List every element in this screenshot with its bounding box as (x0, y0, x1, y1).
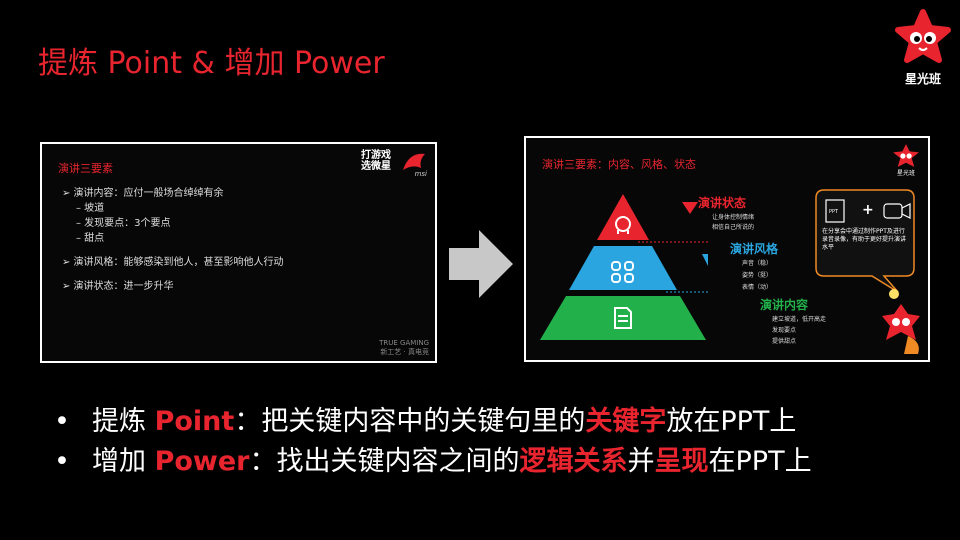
bullet-highlight: 逻辑关系 (519, 446, 628, 477)
bullet-highlight: 呈现 (654, 446, 709, 477)
bullet-point: • 提炼 Point：把关键内容中的关键句里的关键字放在PPT上 (54, 402, 812, 442)
left-slide-list: ➢ 演讲内容：应付一般场合绰绰有余 – 坡道 – 发现要点：3个要点 – 甜点 … (62, 186, 284, 294)
list-subitem: – 发现要点：3个要点 (76, 218, 171, 229)
plus-icon: + (862, 202, 874, 218)
badge-line-2: 选微星 (361, 161, 391, 172)
msi-badge: 打游戏 选微星 msi (359, 148, 429, 178)
bullet-text: 增加 (92, 446, 155, 477)
bullet-text: ：把关键内容中的关键句里的 (234, 406, 586, 437)
right-slide-logo: 星光班 (890, 142, 922, 178)
left-slide-title: 演讲三要素 (58, 162, 113, 175)
level-item: 让身体控制情绪 (712, 214, 755, 221)
right-slide-title: 演讲三要素：内容、风格、状态 (542, 158, 696, 171)
level-item: 相信自己所说的 (712, 224, 755, 231)
brand-logo: 星光班 (892, 8, 954, 92)
list-subitem: – 坡道 (76, 203, 105, 214)
level-item: 建立坡道，低开高走 (772, 316, 827, 323)
level-title-state: 演讲状态 (698, 196, 747, 210)
bullet-text: 提炼 (92, 406, 155, 437)
pyramid-bottom (540, 296, 706, 340)
list-item: ➢ 演讲内容：应付一般场合绰绰有余 (62, 188, 224, 199)
right-slide-brand: 星光班 (896, 170, 915, 177)
footer-line-2: 新工艺 · 真电竞 (380, 348, 429, 356)
bullet-text: ：找出关键内容之间的 (249, 446, 520, 477)
msi-wordmark: msi (414, 170, 427, 178)
level-item: 发现要点 (772, 327, 797, 334)
after-slide: 演讲三要素：内容、风格、状态 星光班 演讲状态 让身体控制情绪 相信自己所说的 … (524, 136, 930, 362)
level-title-content: 演讲内容 (760, 298, 809, 312)
level-item: 声音（稳） (742, 260, 773, 267)
level-item: 提供甜点 (772, 338, 797, 345)
msi-dragon-icon (403, 153, 425, 170)
level-item: 表情（动） (742, 284, 773, 291)
bullet-text: 并 (627, 446, 655, 477)
before-slide: 演讲三要素 打游戏 选微星 msi ➢ 演讲内容：应付一般场合绰绰有余 – 坡道… (40, 142, 437, 363)
badge-line-1: 打游戏 (361, 150, 391, 161)
level-title-style: 演讲风格 (730, 242, 779, 256)
bubble-text: 在分享会中通过制作PPT及进行录音录像，有助于更好提升演讲水平 (822, 228, 907, 251)
mascot-illustration (882, 289, 920, 354)
ppt-icon-label: PPT (829, 209, 839, 215)
pyramid-middle (569, 246, 677, 290)
left-slide-footer: TRUE GAMING 新工艺 · 真电竞 (379, 339, 429, 357)
slide-title: 提炼 Point & 增加 Power (38, 46, 385, 81)
star-mascot-icon (893, 144, 919, 167)
arrow-right-icon (449, 230, 513, 298)
brand-name: 星光班 (904, 72, 941, 86)
bullet-keyword: Power (154, 446, 250, 477)
star-mascot-icon (895, 9, 951, 63)
bullet-dot-icon: • (54, 406, 70, 437)
bullet-dot-icon: • (54, 446, 70, 477)
bullet-text: 放在PPT上 (666, 406, 797, 437)
bullet-list: • 提炼 Point：把关键内容中的关键句里的关键字放在PPT上 • 增加 Powe… (54, 402, 812, 482)
list-subitem: – 甜点 (76, 233, 105, 244)
footer-line-1: TRUE GAMING (379, 339, 429, 347)
level-item: 姿势（挺） (742, 272, 773, 279)
bullet-keyword: Point (154, 406, 235, 437)
speech-bubble (815, 189, 915, 293)
list-item: ➢ 演讲风格：能够感染到他人，甚至影响他人行动 (62, 257, 284, 268)
pyramid-diagram (540, 194, 708, 340)
list-item: ➢ 演讲状态：进一步升华 (62, 281, 174, 292)
bullet-point: • 增加 Power：找出关键内容之间的逻辑关系并呈现在PPT上 (54, 442, 812, 482)
bullet-highlight: 关键字 (585, 406, 667, 437)
bullet-text: 在PPT上 (708, 446, 812, 477)
